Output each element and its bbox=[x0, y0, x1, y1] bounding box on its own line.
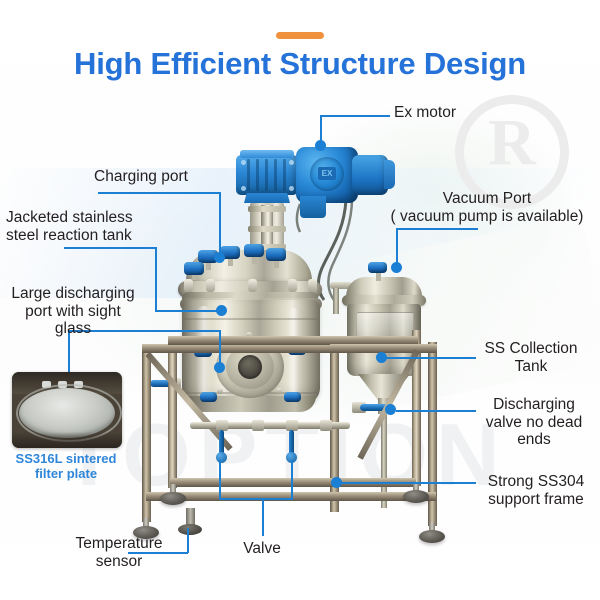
leader-dot-support-frame bbox=[331, 477, 342, 488]
lid-valve-3 bbox=[244, 244, 264, 257]
leader-dot-charging-port bbox=[214, 252, 225, 263]
discharging-valve-body bbox=[352, 402, 366, 413]
temperature-sensor-probe bbox=[186, 508, 195, 528]
frame-upright-front-right bbox=[428, 342, 437, 526]
bottom-manifold-pipe bbox=[190, 422, 350, 429]
brand-watermark: TOPTION bbox=[62, 405, 508, 504]
adjustable-foot-back-right bbox=[403, 490, 429, 503]
frame-rail-bottom-back bbox=[170, 478, 416, 487]
filter-plate-caption: SS316L sintered filter plate bbox=[15, 451, 117, 481]
collection-tank-inlet bbox=[330, 282, 352, 289]
callout-discharging-valve: Discharging valve no dead ends bbox=[485, 396, 583, 448]
ex-motor-neck bbox=[300, 196, 326, 218]
collection-tank-lid bbox=[346, 277, 422, 299]
vessel-valve-lower-left bbox=[200, 392, 217, 402]
sintered-filter-plate bbox=[19, 388, 115, 438]
ex-motor-badge: EX bbox=[318, 167, 336, 180]
collection-tank-inlet-arm bbox=[333, 288, 339, 314]
gearbox-top-cap bbox=[240, 150, 294, 158]
collection-tank-drain-pipe bbox=[381, 412, 387, 508]
leader-dot-vacuum-port bbox=[391, 262, 402, 273]
bottom-valve-2 bbox=[289, 430, 294, 456]
page-title: High Efficient Structure Design bbox=[74, 46, 526, 81]
bottom-valve-1 bbox=[219, 430, 224, 456]
gearbox bbox=[236, 155, 298, 195]
vacuum-port-valve bbox=[368, 262, 387, 273]
sight-glass-window bbox=[238, 355, 262, 379]
registered-trademark-watermark: R bbox=[455, 95, 569, 209]
adjustable-foot-front-right bbox=[419, 530, 445, 543]
ex-motor-end-cap bbox=[384, 160, 395, 189]
lid-valve-2 bbox=[220, 246, 240, 259]
callout-vacuum-port: Vacuum Port ( vacuum pump is available) bbox=[390, 190, 584, 225]
ex-motor-tail bbox=[352, 155, 388, 195]
side-valve-handle bbox=[150, 380, 172, 387]
frame-upright-front-left bbox=[142, 344, 151, 522]
charging-port-valve bbox=[198, 250, 218, 263]
callout-valve: Valve bbox=[243, 540, 281, 557]
callout-jacketed-tank: Jacketed stainless steel reaction tank bbox=[6, 209, 133, 244]
callout-support-frame: Strong SS304 support frame bbox=[487, 473, 585, 508]
filter-plate-inset-photo bbox=[12, 372, 122, 448]
frame-rail-mid-right bbox=[330, 344, 432, 353]
gearbox-flange bbox=[244, 193, 290, 203]
callout-charging-port-label: Charging port bbox=[94, 168, 188, 185]
frame-upright-back-left bbox=[168, 336, 177, 488]
callout-ss-collection-tank: SS Collection Tank bbox=[484, 340, 578, 375]
collection-tank-clamp-ring bbox=[342, 295, 426, 306]
frame-upright-back-right bbox=[412, 330, 421, 486]
adjustable-foot-front-left bbox=[133, 526, 159, 539]
lid-valve-5 bbox=[184, 262, 204, 275]
frame-rail-top-back bbox=[168, 336, 418, 345]
title-accent-bar bbox=[276, 32, 324, 39]
frame-rail-top-front bbox=[142, 344, 437, 353]
adjustable-foot-back-left bbox=[160, 492, 186, 505]
temperature-sensor-head bbox=[178, 524, 202, 535]
lid-valve-4 bbox=[266, 248, 286, 261]
reactor-vessel-bottom bbox=[186, 396, 316, 412]
callout-large-discharging-port: Large discharging port with sight glass bbox=[11, 285, 135, 337]
vessel-valve-lower-right bbox=[284, 392, 301, 402]
discharging-valve-handle bbox=[360, 404, 390, 411]
leader-dot-ex-motor bbox=[315, 140, 326, 151]
callout-temperature-sensor: Temperature sensor bbox=[75, 535, 163, 570]
callout-charging-port: Charging port bbox=[56, 168, 226, 186]
callout-ex-motor: Ex motor bbox=[394, 104, 457, 121]
leader-dot-jacketed-tank bbox=[216, 305, 227, 316]
leader-dot-discharging-valve bbox=[385, 404, 396, 415]
leader-dot-discharge-port bbox=[214, 362, 225, 373]
